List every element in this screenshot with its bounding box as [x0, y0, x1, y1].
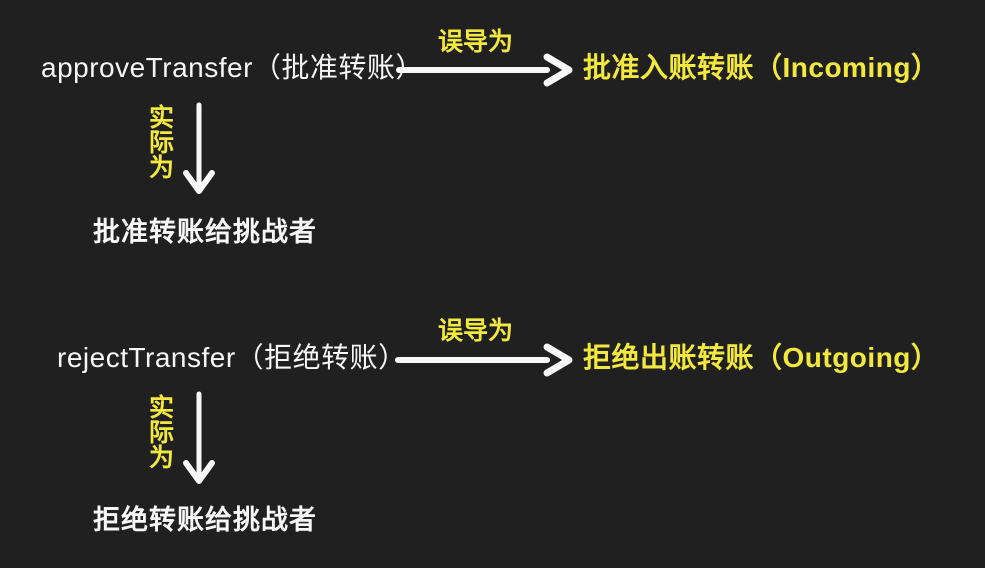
actual-arrow-approve-head: [183, 170, 215, 194]
function-name-approve: approveTransfer（批准转账）: [41, 52, 424, 83]
actual-meaning-approve: 批准转账给挑战者: [93, 217, 317, 247]
actual-arrow-label-reject: 实际为: [148, 394, 174, 472]
mislead-arrow-reject: [395, 343, 573, 377]
actual-arrow-label-approve: 实际为: [148, 104, 174, 182]
mislead-arrow-approve: [396, 53, 573, 87]
actual-meaning-reject: 拒绝转账给挑战者: [93, 505, 317, 535]
mislead-arrow-label-reject: 误导为: [438, 317, 514, 345]
misread-result-approve: 批准入账转账（Incoming）: [583, 52, 940, 83]
function-name-reject: rejectTransfer（拒绝转账）: [57, 342, 407, 373]
mislead-arrow-label-approve: 误导为: [438, 28, 514, 56]
mislead-arrow-reject-head: [543, 343, 573, 377]
mislead-arrow-approve-head: [543, 53, 573, 87]
actual-arrow-reject: [183, 391, 215, 484]
actual-arrow-approve: [183, 102, 215, 194]
actual-arrow-reject-head: [183, 460, 215, 484]
misread-result-reject: 拒绝出账转账（Outgoing）: [583, 342, 940, 373]
